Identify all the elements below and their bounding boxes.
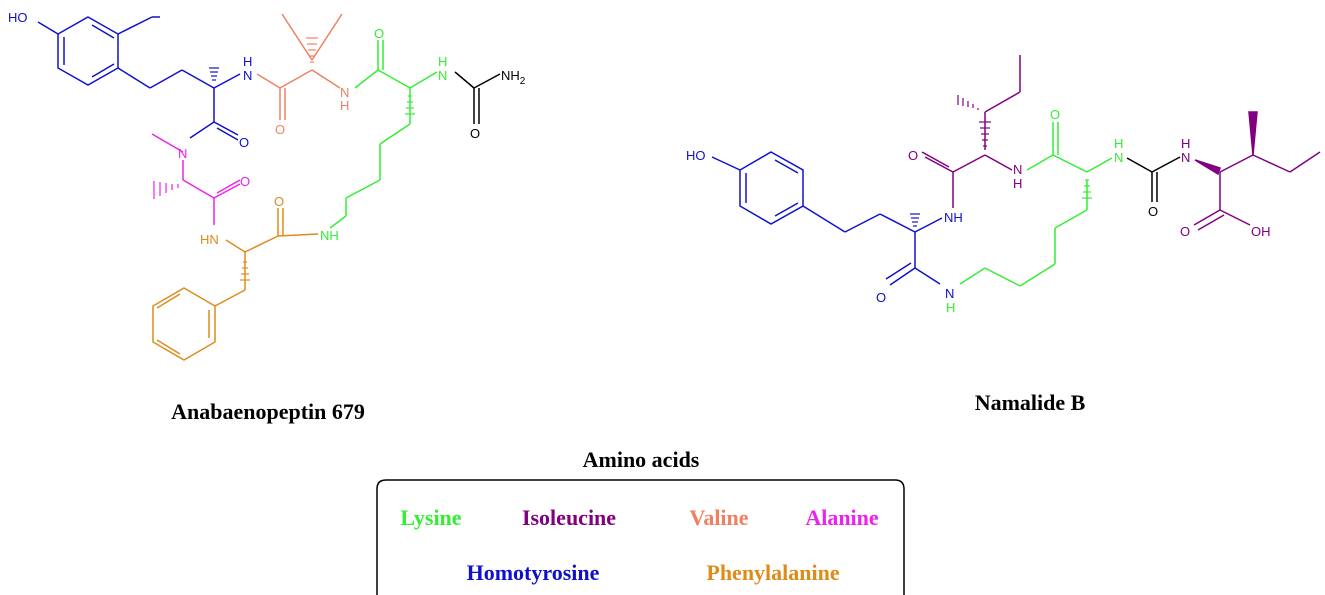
atom-o: O	[239, 135, 249, 150]
atom-h: H	[438, 54, 447, 69]
atom-amine: NH2	[501, 68, 526, 87]
legend-item-isoleucine: Isoleucine	[522, 505, 616, 530]
atom-n: N	[945, 286, 954, 301]
atom-oh: OH	[1251, 224, 1271, 239]
atom-n: N	[243, 68, 252, 83]
molecule-title-anabaenopeptin: Anabaenopeptin 679	[171, 399, 365, 424]
homotyrosine-residue-1	[37, 16, 241, 141]
stereo-wedge-2	[1248, 111, 1258, 156]
legend-item-alanine: Alanine	[805, 505, 879, 530]
stereo-wedge-1	[1194, 159, 1221, 176]
stereo-hash-4	[153, 181, 179, 199]
namalide-b-structure: HO O NH O N H O N H H N O H N O OH	[686, 55, 1321, 315]
stereo-hash-6	[910, 213, 920, 227]
legend-item-lysine: Lysine	[400, 505, 461, 530]
atom-o: O	[470, 126, 480, 141]
stereo-hash-2	[306, 37, 318, 63]
stereo-hash-7	[957, 95, 991, 147]
atom-o: O	[1148, 204, 1158, 219]
atom-h: H	[340, 98, 349, 113]
lysine-residue-1	[329, 40, 438, 229]
atom-nh: NH	[320, 228, 339, 243]
isoleucine-residue-2	[1193, 151, 1321, 231]
atom-h: H	[1181, 136, 1190, 151]
valine-residue	[256, 13, 343, 120]
legend-item-valine: Valine	[689, 505, 748, 530]
atom-hydroxyl: HO	[8, 10, 28, 25]
urea-group-2	[1126, 156, 1181, 202]
atom-nh: NH	[944, 210, 963, 225]
atom-n: N	[178, 146, 187, 161]
anabaenopeptin-679-structure: HO H N O O N H O H N O NH2 N O HN O NH	[8, 10, 526, 361]
stereo-hash-1	[209, 67, 219, 81]
legend-title: Amino acids	[583, 447, 700, 472]
atom-h: H	[1114, 136, 1123, 151]
atom-o: O	[274, 194, 284, 209]
atom-o: O	[240, 174, 250, 189]
atom-n: N	[1013, 162, 1022, 177]
atom-o: O	[275, 122, 285, 137]
atom-h: H	[1013, 176, 1022, 191]
lysine-residue-2	[959, 122, 1113, 287]
homotyrosine-residue-2	[711, 151, 943, 286]
molecule-title-namalide: Namalide B	[975, 390, 1086, 415]
alanine-residue	[151, 133, 241, 225]
legend-item-homotyrosine: Homotyrosine	[467, 560, 600, 585]
atom-n: H	[243, 54, 252, 69]
atom-n: N	[438, 68, 447, 83]
stereo-hash-5	[240, 261, 250, 281]
atom-o: O	[1180, 224, 1190, 239]
atom-o: O	[374, 26, 384, 41]
legend-item-phenylalanine: Phenylalanine	[706, 560, 839, 585]
atom-o: O	[1050, 107, 1060, 122]
atom-hn: HN	[200, 232, 219, 247]
isoleucine-residue-1	[921, 55, 1021, 208]
atom-o: O	[876, 290, 886, 305]
atom-hydroxyl: HO	[686, 148, 706, 163]
urea-group-1	[454, 71, 501, 124]
atom-o: O	[908, 148, 918, 163]
atom-n: N	[340, 85, 349, 100]
phenylalanine-residue	[152, 208, 319, 361]
atom-n: N	[1114, 150, 1123, 165]
legend-box	[376, 479, 905, 595]
atom-h: H	[946, 300, 955, 315]
atom-n: N	[1181, 150, 1190, 165]
stereo-hash-8	[1082, 179, 1092, 199]
stereo-hash-3	[405, 95, 415, 115]
